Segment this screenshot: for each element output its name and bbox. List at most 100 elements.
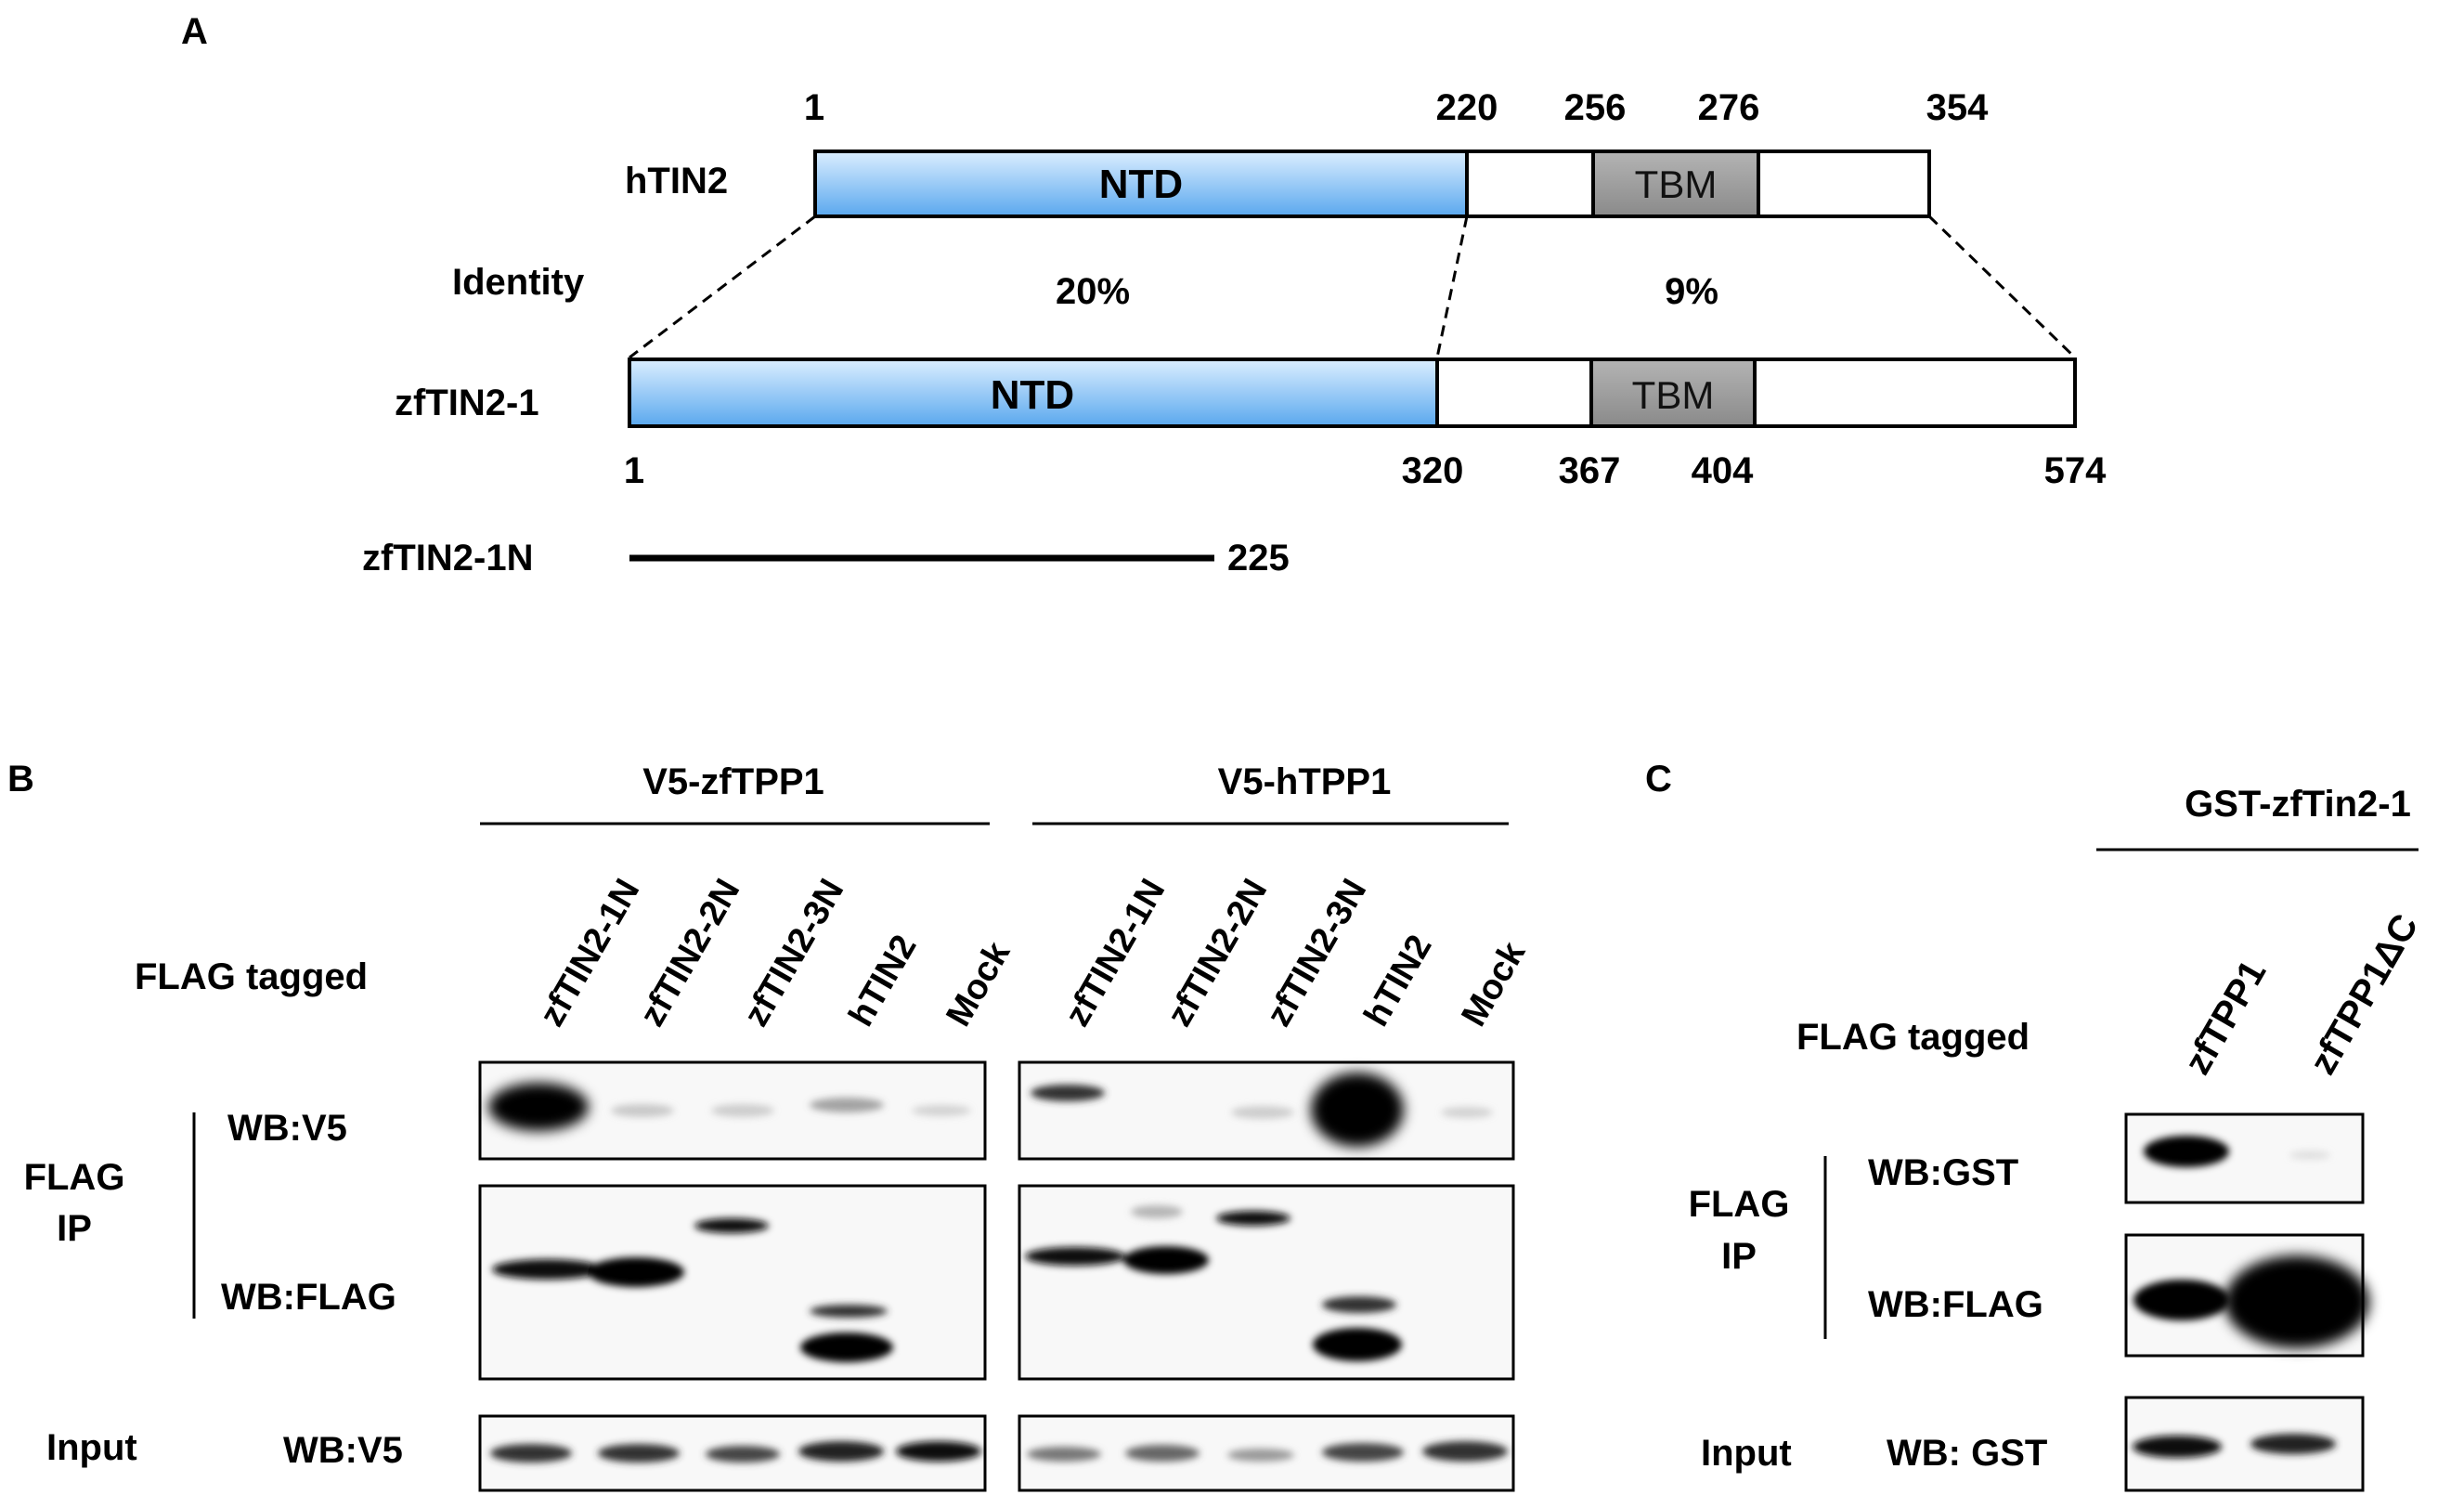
lane-labels-zftpp1: zfTIN2-1N zfTIN2-2N zfTIN2-3N hTIN2 Mock (532, 873, 1018, 1034)
flag-ip-label-c-line2: IP (1721, 1236, 1757, 1277)
band (800, 1332, 893, 1362)
blot-b-input-htpp1 (1018, 1414, 1515, 1492)
band (1027, 1447, 1101, 1462)
input-wb-gst-label: WB: GST (1887, 1433, 2047, 1474)
zftin2-1-pos-367: 367 (1559, 450, 1621, 491)
identity-cterm-value: 9% (1665, 271, 1718, 312)
wb-flag-label: WB:FLAG (221, 1277, 396, 1318)
band (1227, 1449, 1294, 1462)
lane-label: zfTPP1ΔC (2302, 907, 2427, 1081)
blot-b-flag-htpp1 (1018, 1184, 1515, 1381)
lane-label: zfTIN2-2N (1160, 873, 1275, 1034)
flag-tagged-label-c: FLAG tagged (1796, 1017, 2030, 1058)
blot-b-flag-zftpp1 (478, 1184, 987, 1381)
panel-c-letter: C (1645, 759, 1672, 800)
band (810, 1305, 888, 1318)
htin2-pos-354: 354 (1926, 87, 1989, 128)
band (1322, 1443, 1404, 1462)
input-label-c: Input (1701, 1433, 1792, 1474)
band (1313, 1328, 1402, 1361)
htin2-pos-276: 276 (1698, 87, 1760, 128)
zftin2-1-protein-bar (628, 358, 2077, 428)
band (490, 1444, 572, 1462)
band (1322, 1296, 1396, 1313)
band (896, 1441, 981, 1462)
lane-label: Mock (939, 935, 1018, 1034)
band (588, 1257, 684, 1287)
htin2-ntd-label: NTD (1099, 162, 1183, 207)
blot-c-input (2124, 1396, 2365, 1492)
band (1123, 1246, 1209, 1274)
band (2144, 1136, 2229, 1167)
panel-c: C GST-zfTin2-1 FLAG tagged zfTPP1 zfTPP1… (1645, 759, 2427, 1492)
band (2289, 1150, 2330, 1160)
zftin2-1-pos-320: 320 (1402, 450, 1464, 491)
zftin2-1-pos-1: 1 (624, 450, 644, 491)
band (2224, 1255, 2369, 1348)
blot-c-gst (2124, 1112, 2365, 1204)
band (2250, 1434, 2336, 1454)
band (1231, 1106, 1294, 1119)
panel-b-letter: B (7, 759, 34, 800)
wb-gst-label: WB:GST (1868, 1152, 2018, 1193)
lane-labels-htpp1: zfTIN2-1N zfTIN2-2N zfTIN2-3N hTIN2 Mock (1057, 873, 1533, 1034)
panel-a-letter: A (181, 11, 208, 52)
band (711, 1104, 774, 1117)
htin2-pos-220: 220 (1436, 87, 1498, 128)
group-label-gst-zftin2-1: GST-zfTin2-1 (2185, 784, 2411, 825)
lane-label: zfTIN2-3N (736, 873, 851, 1034)
band (694, 1218, 769, 1233)
group-label-v5-zftpp1: V5-zfTPP1 (642, 761, 824, 802)
zftin2-1-pos-404: 404 (1692, 450, 1754, 491)
band (492, 1259, 603, 1280)
blot-b-v5-htpp1 (1018, 1060, 1515, 1161)
group-label-v5-htpp1: V5-hTPP1 (1218, 761, 1392, 802)
band (1441, 1107, 1493, 1118)
identity-label: Identity (452, 262, 585, 303)
band (2133, 1436, 2222, 1458)
band (1216, 1211, 1290, 1226)
lane-label: Mock (1454, 935, 1533, 1034)
band (912, 1105, 971, 1116)
flag-tagged-label: FLAG tagged (135, 956, 368, 997)
zftin2-1-tbm-domain (1589, 358, 1757, 428)
input-wb-v5-label: WB:V5 (283, 1430, 403, 1471)
zftin2-1n-label: zfTIN2-1N (362, 538, 533, 578)
wb-v5-label: WB:V5 (227, 1108, 347, 1149)
lane-label: zfTPP1 (2177, 954, 2275, 1081)
zftin2-1-ntd-domain (628, 358, 1439, 428)
band (798, 1441, 884, 1462)
htin2-protein-bar (813, 150, 1931, 218)
band (1125, 1445, 1200, 1462)
zftin2-1-label: zfTIN2-1 (395, 383, 539, 423)
band (1422, 1441, 1508, 1462)
alignment-lines (629, 214, 2077, 359)
lane-label: zfTIN2-1N (532, 873, 647, 1034)
htin2-ntd-domain (813, 150, 1469, 218)
blot-b-input-zftpp1 (478, 1414, 987, 1492)
lane-label: zfTIN2-1N (1057, 873, 1173, 1034)
band (1025, 1247, 1125, 1266)
band (1131, 1205, 1183, 1218)
htin2-tbm-label: TBM (1635, 162, 1718, 206)
flag-ip-label-line1: FLAG (24, 1157, 125, 1198)
input-label: Input (46, 1427, 137, 1468)
band (810, 1098, 884, 1112)
band (1311, 1072, 1404, 1147)
zftin2-1-ntd-label: NTD (991, 372, 1074, 418)
band (488, 1083, 589, 1131)
band (611, 1104, 674, 1117)
htin2-pos-256: 256 (1564, 87, 1627, 128)
zftin2-1n-end: 225 (1227, 538, 1290, 578)
htin2-pos-1: 1 (804, 87, 824, 128)
wb-flag-label-c: WB:FLAG (1868, 1284, 2043, 1325)
panel-b: B V5-zfTPP1 V5-hTPP1 FLAG tagged zfTIN2-… (7, 759, 1534, 1492)
lane-label: hTIN2 (1356, 929, 1439, 1033)
flag-ip-label-c-line1: FLAG (1689, 1184, 1790, 1225)
band (598, 1444, 680, 1462)
flag-ip-label-line2: IP (57, 1208, 92, 1249)
zftin2-1-pos-574: 574 (2044, 450, 2107, 491)
band (2133, 1280, 2230, 1320)
lane-label: zfTIN2-2N (632, 873, 747, 1034)
